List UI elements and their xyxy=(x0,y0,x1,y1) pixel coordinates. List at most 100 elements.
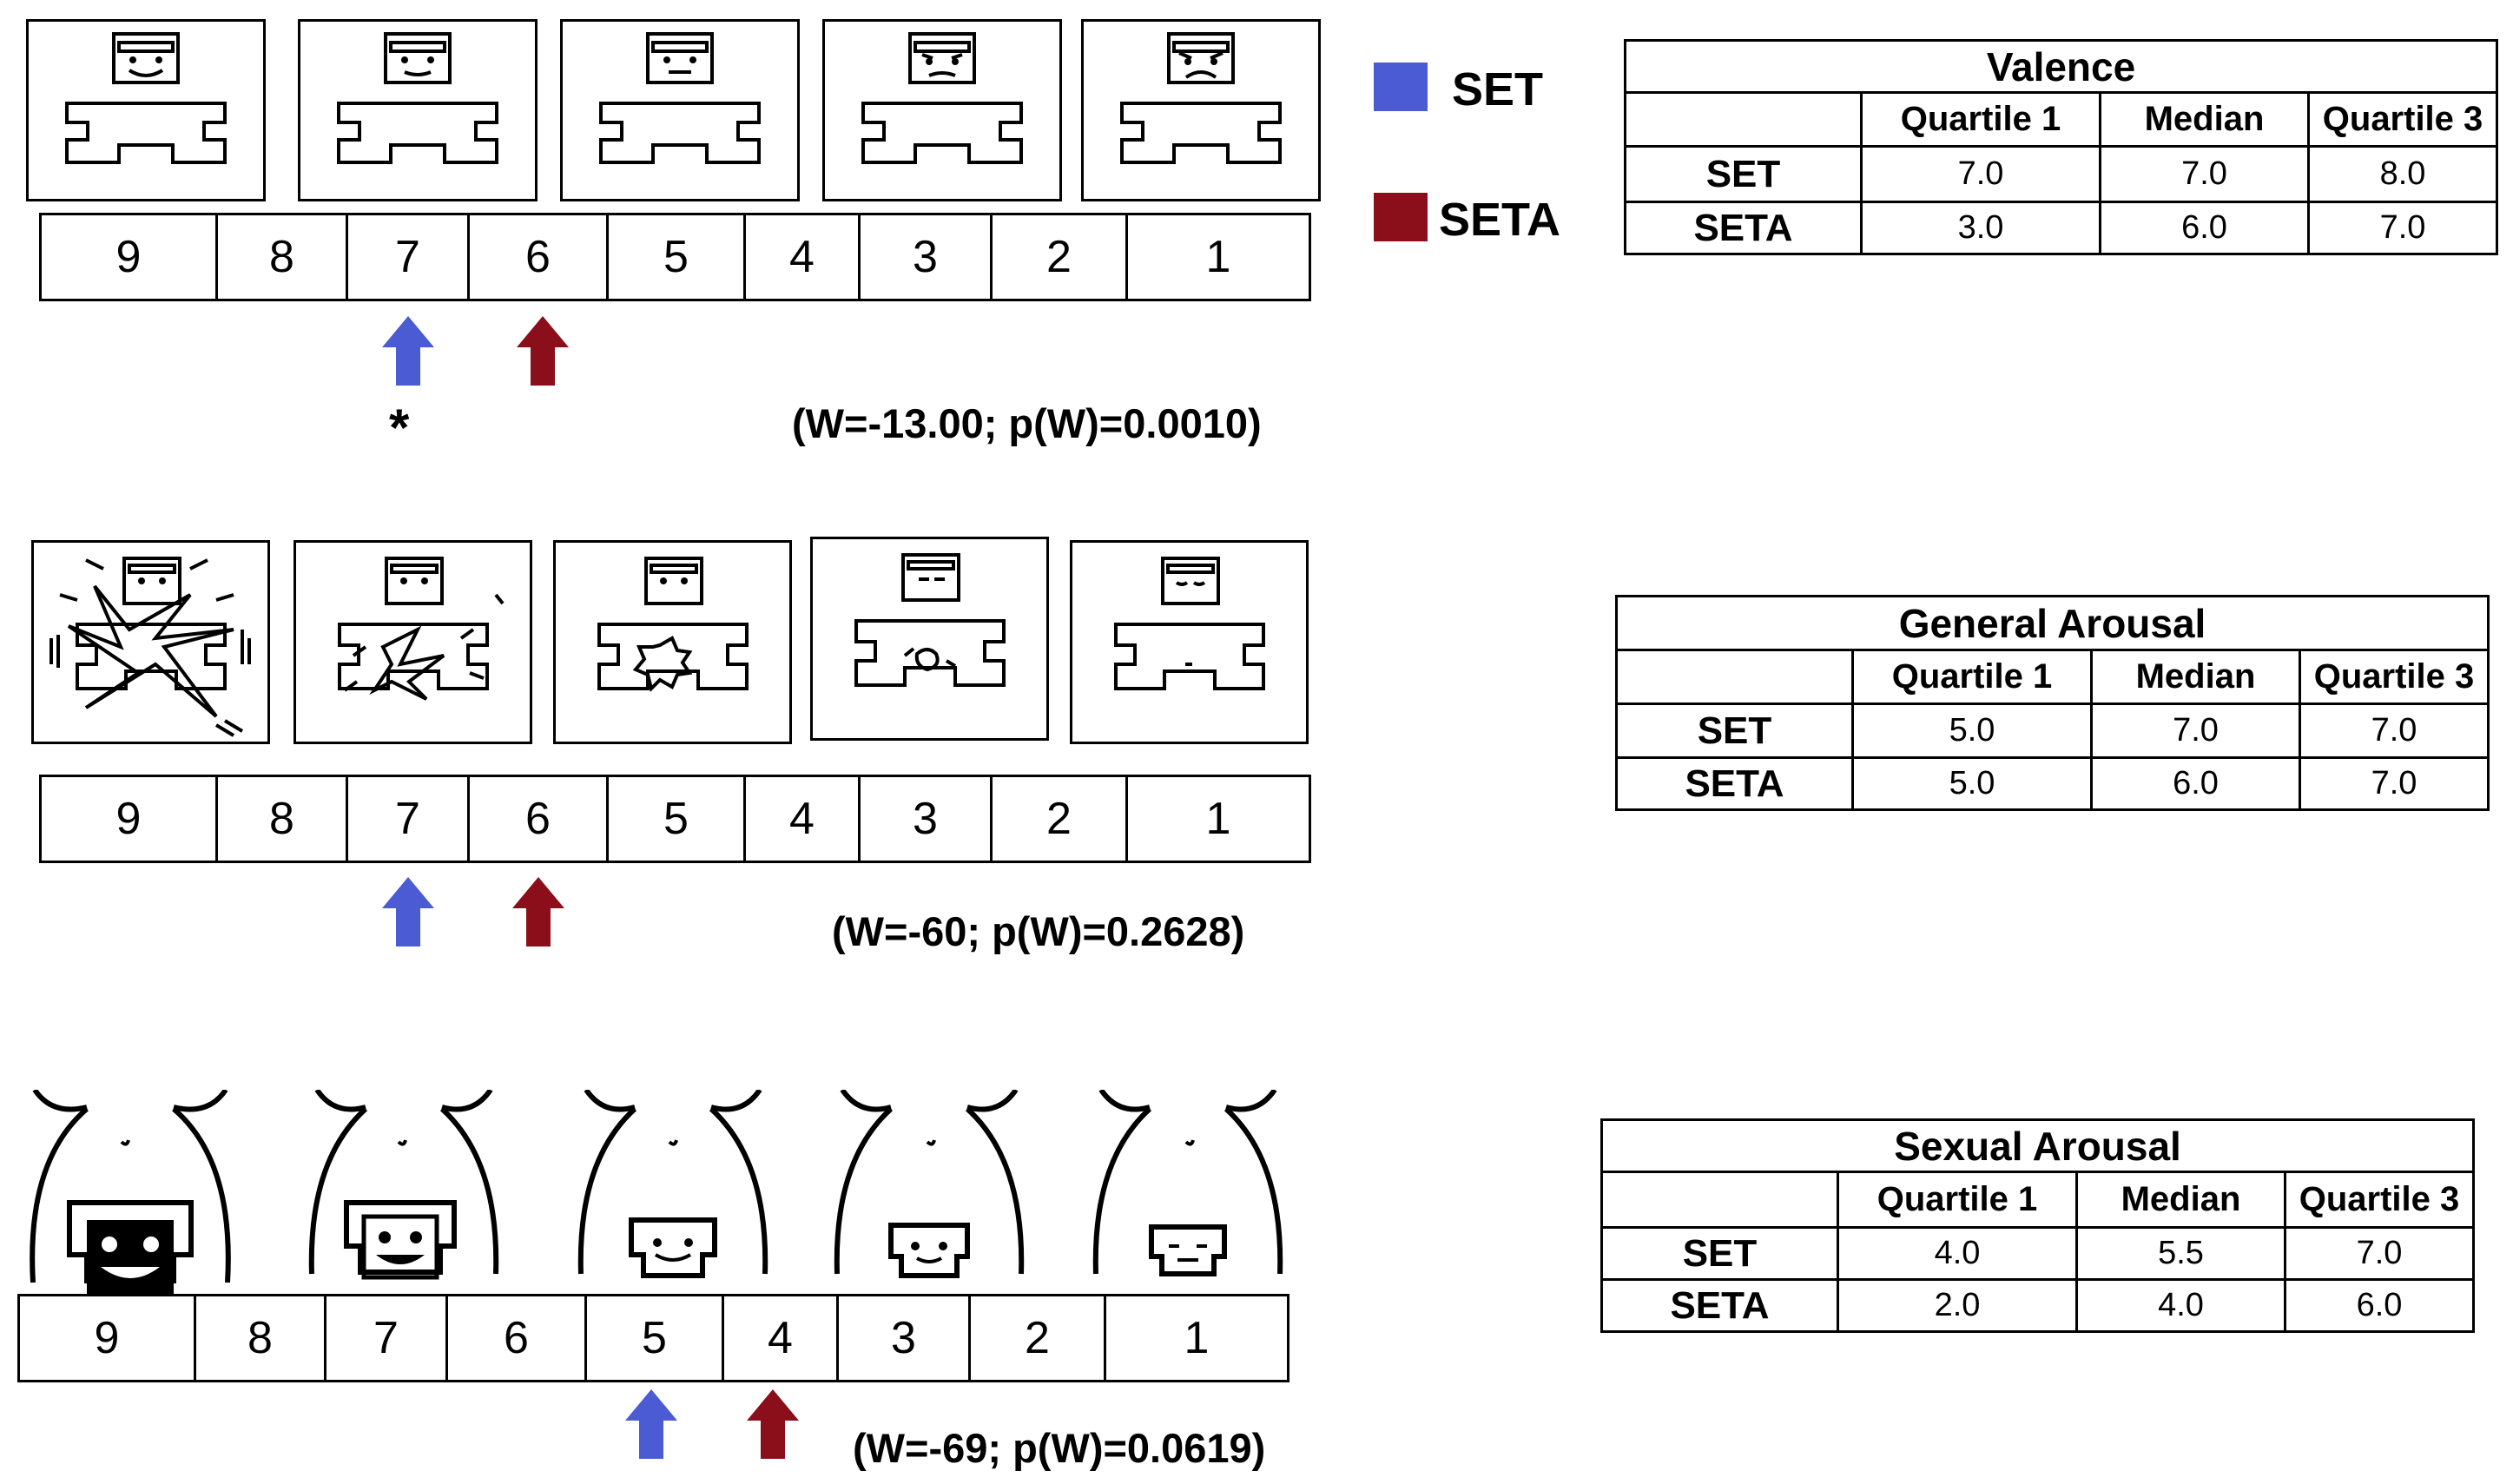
arousal-scale-3: 3 xyxy=(861,777,993,861)
valence-set-arrow xyxy=(382,316,434,386)
legend-seta-label: SETA xyxy=(1439,194,1561,246)
valence-scale-7: 7 xyxy=(348,215,470,299)
arousal-scale-1: 1 xyxy=(1205,794,1231,844)
arousal-figure-2 xyxy=(294,540,532,744)
valence-figure-2 xyxy=(298,19,538,201)
sexual-arousal-stat: (W=-69; p(W)=0.0619) xyxy=(853,1425,1266,1471)
sexual-arousal-scale: 9 8 7 6 5 4 3 2 1 xyxy=(17,1294,1289,1382)
valence-scale-1: 1 xyxy=(1205,232,1231,282)
sexual-arousal-table-cell: 6.0 xyxy=(2283,1278,2476,1333)
sexual-arousal-table-cell: 5.5 xyxy=(2075,1226,2286,1281)
arousal-scale-4: 4 xyxy=(746,777,861,861)
valence-scale-5: 5 xyxy=(609,215,746,299)
valence-scale-9: 9 xyxy=(42,215,218,299)
sam-sad-icon xyxy=(1120,32,1282,164)
general-arousal-table-cell: 7.0 xyxy=(2298,756,2490,811)
valence-table-row-set-label: SET xyxy=(1624,145,1863,203)
sexual-arousal-table-header-q3: Quartile 3 xyxy=(2283,1171,2476,1229)
legend-set-swatch xyxy=(1374,63,1428,111)
arousal-figure-1 xyxy=(31,540,270,744)
valence-table-header-empty xyxy=(1624,91,1863,148)
sam-slightly-happy-icon xyxy=(337,32,498,164)
general-arousal-table-cell: 6.0 xyxy=(2090,756,2301,811)
sam-happy-icon xyxy=(65,32,227,164)
sexual-arousal-table-header-empty xyxy=(1600,1171,1839,1229)
sexual-arousal-table-row-set-label: SET xyxy=(1600,1226,1839,1281)
valence-scale-8: 8 xyxy=(218,215,348,299)
valence-figure-3 xyxy=(560,19,800,201)
body-figure-large-face-icon xyxy=(30,1090,231,1298)
general-arousal-table-cell: 7.0 xyxy=(2298,702,2490,759)
arousal-figure-4 xyxy=(810,537,1049,741)
sexual-arousal-table-title: Sexual Arousal xyxy=(1599,1118,2476,1173)
valence-table-title: Valence xyxy=(1623,39,2499,94)
arousal-set-arrow xyxy=(382,877,434,946)
general-arousal-table-header-median: Median xyxy=(2090,649,2301,705)
sexual-arousal-scale-2: 2 xyxy=(971,1296,1106,1380)
general-arousal-table-cell: 5.0 xyxy=(1851,702,2093,759)
valence-scale-6: 6 xyxy=(470,215,609,299)
general-arousal-table-header-empty xyxy=(1615,649,1854,705)
body-figure-smallest-face-icon xyxy=(1092,1090,1283,1276)
sexual-arousal-table-cell: 2.0 xyxy=(1837,1278,2078,1333)
arousal-scale-8: 8 xyxy=(218,777,348,861)
valence-stat: (W=-13.00; p(W)=0.0010) xyxy=(792,400,1262,446)
legend-set-label: SET xyxy=(1452,63,1544,115)
sam-neutral-icon xyxy=(599,32,761,164)
valence-table-header-median: Median xyxy=(2099,91,2310,148)
valence-scale-4: 4 xyxy=(746,215,861,299)
sexual-arousal-table-cell: 4.0 xyxy=(2075,1278,2286,1333)
sam-arousal-high-icon xyxy=(49,557,251,737)
valence-scale-2: 2 xyxy=(993,215,1128,299)
valence-scale-3: 3 xyxy=(861,215,993,299)
arousal-scale-5: 5 xyxy=(609,777,746,861)
sexual-arousal-table: Sexual Arousal Quartile 1 Median Quartil… xyxy=(1599,1118,2476,1333)
body-figure-smaller-face-icon xyxy=(834,1090,1025,1278)
valence-scale: 9 8 7 6 5 4 3 2 1 xyxy=(39,213,1311,301)
sexual-arousal-scale-9: 9 xyxy=(20,1296,196,1380)
body-figure-small-face-icon xyxy=(577,1090,768,1278)
valence-table-cell: 7.0 xyxy=(2306,201,2499,255)
general-arousal-table: General Arousal Quartile 1 Median Quarti… xyxy=(1614,595,2490,811)
valence-figure-5 xyxy=(1081,19,1321,201)
general-arousal-table-header-q3: Quartile 3 xyxy=(2298,649,2490,705)
general-arousal-table-row-set-label: SET xyxy=(1615,702,1854,759)
valence-table-header-q3: Quartile 3 xyxy=(2306,91,2499,148)
arousal-scale-2: 2 xyxy=(993,777,1128,861)
sexual-arousal-table-row-seta-label: SETA xyxy=(1600,1278,1839,1333)
sexual-arousal-table-header-q1: Quartile 1 xyxy=(1837,1171,2078,1229)
arousal-scale-6: 6 xyxy=(470,777,609,861)
general-arousal-table-cell: 7.0 xyxy=(2090,702,2301,759)
general-arousal-table-header-q1: Quartile 1 xyxy=(1851,649,2093,705)
sexual-arousal-seta-arrow xyxy=(747,1389,799,1459)
general-arousal-table-row-seta-label: SETA xyxy=(1615,756,1854,811)
arousal-stat: (W=-60; p(W)=0.2628) xyxy=(832,908,1245,954)
general-arousal-table-title: General Arousal xyxy=(1614,595,2490,651)
sexual-arousal-table-cell: 4.0 xyxy=(1837,1226,2078,1281)
sexual-arousal-table-cell: 7.0 xyxy=(2283,1226,2476,1281)
legend-seta-swatch xyxy=(1374,193,1428,241)
sam-arousal-calm-icon xyxy=(1114,557,1265,690)
valence-figure-1 xyxy=(26,19,266,201)
body-figure-medium-face-icon xyxy=(308,1090,499,1280)
sexual-arousal-scale-8: 8 xyxy=(196,1296,326,1380)
valence-table-cell: 7.0 xyxy=(2099,145,2310,203)
sexual-arousal-table-header-median: Median xyxy=(2075,1171,2286,1229)
sexual-arousal-scale-3: 3 xyxy=(839,1296,971,1380)
sam-arousal-medium-high-icon xyxy=(338,557,505,701)
valence-seta-arrow xyxy=(517,316,569,386)
sexual-arousal-scale-6: 6 xyxy=(448,1296,587,1380)
sam-arousal-medium-icon xyxy=(597,557,749,692)
arousal-scale-9: 9 xyxy=(42,777,218,861)
arousal-figure-5 xyxy=(1070,540,1309,744)
valence-table-row-seta-label: SETA xyxy=(1624,201,1863,255)
valence-table-cell: 7.0 xyxy=(1860,145,2101,203)
valence-table-cell: 6.0 xyxy=(2099,201,2310,255)
arousal-figure-3 xyxy=(553,540,792,744)
sam-slightly-sad-icon xyxy=(861,32,1023,164)
arousal-seta-arrow xyxy=(512,877,564,946)
sexual-arousal-scale-7: 7 xyxy=(326,1296,448,1380)
valence-table: Valence Quartile 1 Median Quartile 3 SET… xyxy=(1623,39,2499,255)
general-arousal-table-cell: 5.0 xyxy=(1851,756,2093,811)
valence-table-cell: 3.0 xyxy=(1860,201,2101,255)
